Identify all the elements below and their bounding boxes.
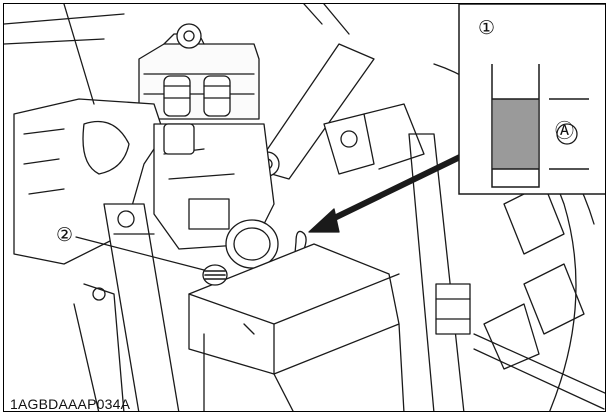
- pointer-arrow: [308, 153, 465, 233]
- lift-cylinder: [73, 203, 180, 411]
- transmission-case: [153, 123, 275, 250]
- figure-frame: ① Ⓐ ② 1AGBDAAAP034A: [3, 3, 606, 412]
- inset-label-a: Ⓐ: [555, 121, 575, 142]
- callout-2-leader: [75, 236, 205, 271]
- bracket: [323, 103, 425, 175]
- level-gauge-inset: [458, 4, 605, 195]
- figure-code: 1AGBDAAAP034A: [10, 396, 131, 412]
- callout-2-label: ②: [56, 225, 74, 246]
- oil-filler-plug: [202, 264, 228, 286]
- valve-block: [138, 23, 260, 120]
- mechanical-illustration: [4, 4, 605, 411]
- callout-1-label: ①: [478, 18, 496, 39]
- lower-link: [408, 133, 605, 411]
- filter-cover: [225, 219, 279, 269]
- step-box: [188, 243, 405, 411]
